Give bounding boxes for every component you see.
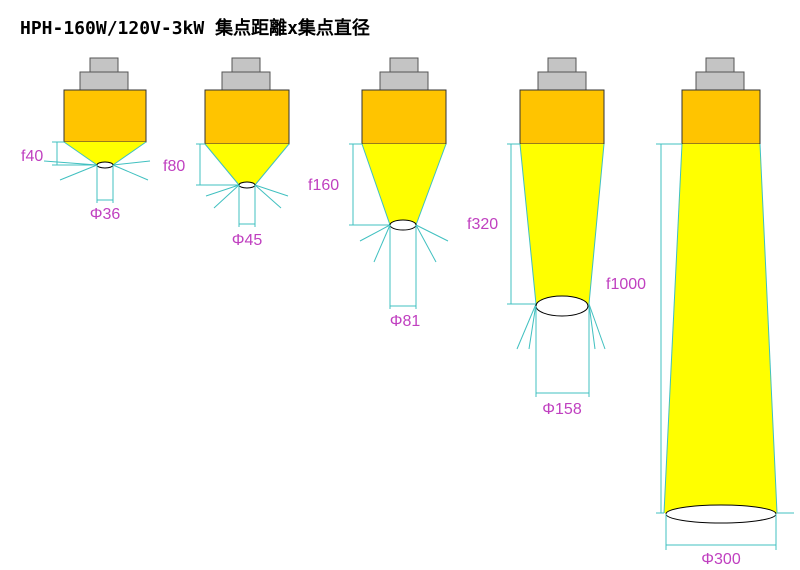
lamp-cap — [379, 71, 429, 91]
heater-f40: f40 Φ36 — [21, 57, 151, 223]
focal-distance-label: f320 — [467, 216, 498, 233]
heater-f320: f320 Φ158 — [467, 57, 606, 418]
spot-diameter-label: Φ45 — [232, 232, 263, 249]
light-edge — [415, 143, 447, 226]
light-cone — [205, 144, 289, 185]
focal-distance-label: f80 — [163, 158, 185, 175]
light-edge — [254, 143, 290, 186]
scatter-ray — [588, 303, 606, 350]
lamp-cap — [537, 71, 587, 91]
scatter-ray — [112, 160, 151, 166]
scatter-ray — [528, 303, 537, 350]
lamp-cap — [705, 57, 735, 73]
lamp-cap — [389, 57, 419, 73]
focal-distance-label: f40 — [21, 148, 43, 165]
heater-body — [204, 89, 290, 145]
focal-spot — [389, 219, 417, 231]
focal-spot — [96, 161, 114, 169]
heater-f80: f80 Φ45 — [163, 57, 290, 249]
lamp-cap — [221, 71, 271, 91]
heater-f160: f160 Φ81 — [308, 57, 449, 330]
lamp-cap — [89, 57, 119, 73]
scatter-ray — [516, 303, 537, 350]
focal-spot — [535, 295, 589, 317]
heater-body — [519, 89, 605, 145]
lamp-cap — [231, 57, 261, 73]
heater-body — [361, 89, 447, 145]
light-cone — [664, 144, 777, 513]
light-cone — [362, 144, 446, 225]
scatter-ray — [588, 303, 596, 350]
light-edge — [112, 141, 147, 166]
scatter-ray — [254, 184, 289, 197]
scatter-ray — [205, 184, 240, 197]
scatter-ray — [112, 164, 149, 181]
lamp-cap — [79, 71, 129, 91]
diagram-title: HPH-160W/120V-3kW 集点距離x集点直径 — [20, 18, 370, 39]
lamp-cap — [695, 71, 745, 91]
focal-distance-label: f160 — [308, 177, 339, 194]
light-edge — [519, 143, 537, 305]
light-cone — [520, 144, 604, 304]
spot-diameter-label: Φ81 — [390, 313, 421, 330]
light-edge — [63, 141, 98, 166]
scatter-ray — [373, 224, 391, 263]
scatter-ray — [254, 184, 282, 209]
light-cone — [64, 142, 146, 165]
light-edge — [759, 143, 778, 514]
lamp-cap — [547, 57, 577, 73]
spot-diameter-label: Φ36 — [90, 206, 121, 223]
focal-distance-label: f1000 — [606, 276, 646, 293]
spot-diameter-label: Φ158 — [542, 401, 582, 418]
scatter-ray — [43, 160, 98, 166]
focal-spot — [665, 504, 777, 524]
scatter-ray — [213, 184, 240, 209]
scatter-ray — [59, 164, 98, 181]
light-edge — [361, 143, 391, 226]
heater-f1000: f1000 Φ300 — [606, 57, 794, 568]
focal-spot — [238, 181, 256, 189]
light-edge — [663, 143, 683, 514]
light-edge — [588, 143, 605, 305]
scatter-ray — [415, 224, 449, 242]
scatter-ray — [415, 224, 437, 263]
heater-body — [681, 89, 761, 145]
heater-body — [63, 89, 147, 143]
scatter-ray — [359, 224, 391, 242]
spot-diameter-label: Φ300 — [701, 551, 741, 568]
light-edge — [204, 143, 240, 186]
